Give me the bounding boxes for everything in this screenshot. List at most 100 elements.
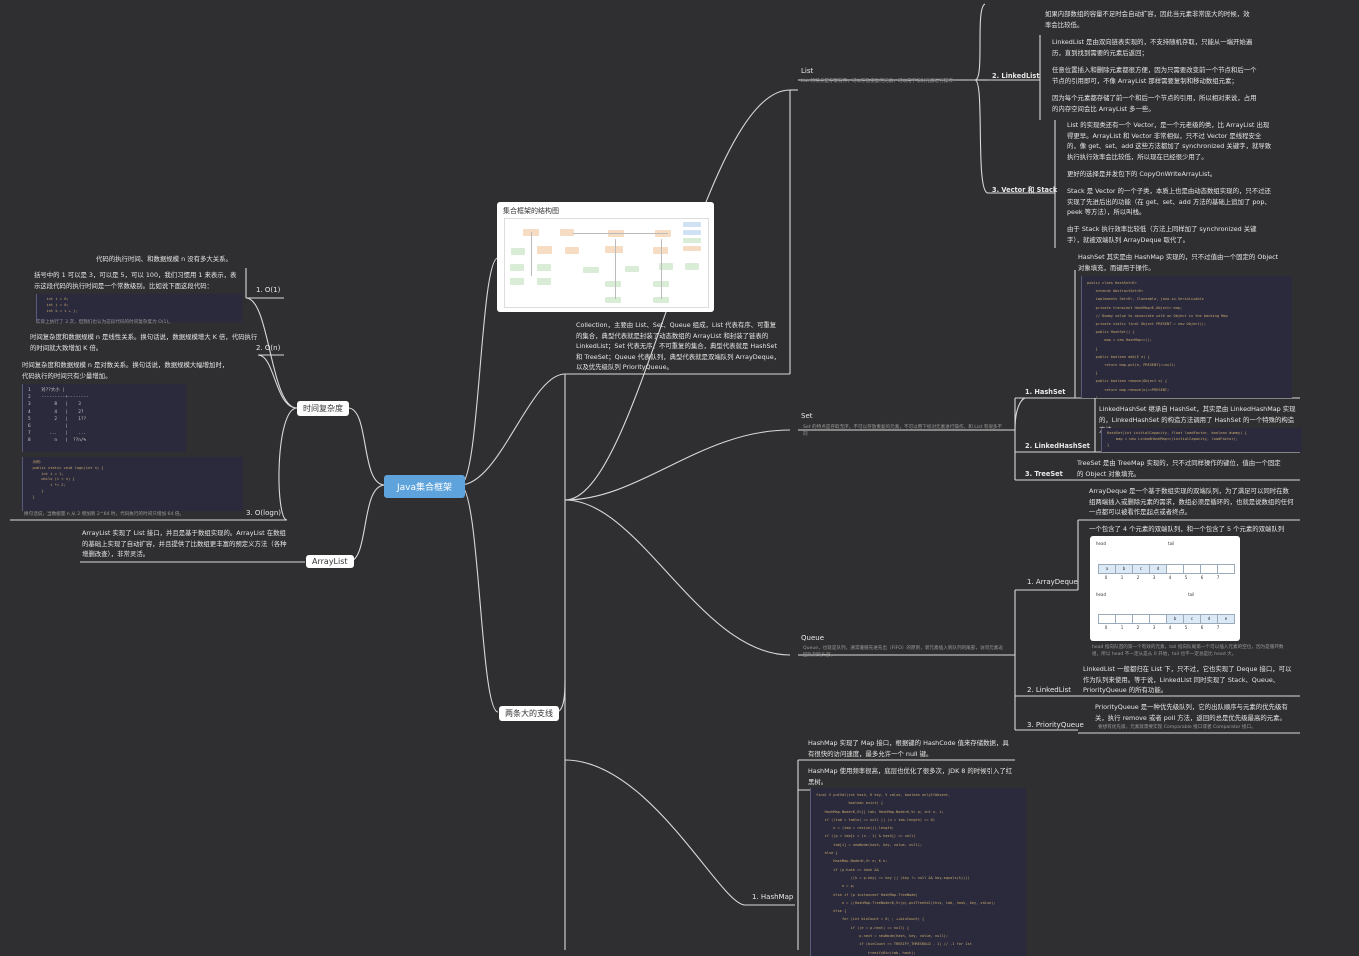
connector-time-o1 [245, 297, 298, 409]
connector-time-ologn [278, 407, 298, 521]
queue-linkedlist-text: LinkedList 一般都归在 List 下，只不过，它也实现了 Deque … [1083, 665, 1292, 694]
list-title: List [801, 67, 814, 75]
arraydeque-note: head 指向队首的第一个有效的元素，tail 指向队尾第一个可以插入元素的空位… [1092, 645, 1284, 657]
priorityqueue-label: 3. PriorityQueue [1027, 721, 1084, 729]
arraydeque-tail-a: tail [1168, 541, 1175, 546]
arraydeque-tail-b: tail [1188, 592, 1195, 597]
arraydeque-label: 1. ArrayDeque [1027, 578, 1078, 586]
deque-index-b-2: 2 [1136, 625, 1140, 630]
list-linkedlist-item-1: LinkedList 是由双向链表实现的，不支持随机存取，只能从一端开始遍历，直… [1052, 38, 1253, 57]
list-linkedlist-item-3: 因为每个元素都存储了前一个和后一个节点的引用，所以相对来说，占用的内存空间会比 … [1052, 94, 1257, 113]
list-linkedlist-item-2: 任意位置插入和删除元素都很方便，因为只需要改变前一个节点和后一个节点的引用即可，… [1052, 66, 1257, 85]
on-label: 2. O(n) [256, 344, 281, 352]
deque-cell-a-4 [1166, 564, 1184, 574]
ologn-label: 3. O(logn) [246, 509, 281, 517]
arraydeque-index-b: 0 1 2 3 4 5 6 7 [1098, 624, 1226, 632]
queue-desc: Queue，也就是队列，通常遵循先进先出（FIFO）的原则，新元素插入到队列的尾… [803, 646, 1003, 658]
deque-index-a-4: 4 [1168, 575, 1172, 580]
arraydeque-caption: 一个包含了 4 个元素的双端队列，和一个包含了 5 个元素的双端队列 [1089, 525, 1285, 533]
arraydeque-head-b: head [1096, 592, 1106, 597]
deque-cell-a-6 [1200, 564, 1218, 574]
deque-cell-b-3 [1149, 614, 1167, 624]
list-top-text: 如果内部数组的容量不足时会自动扩容，因此当元素非常庞大的时候，效率会比较低。 [1045, 10, 1250, 29]
deque-index-a-3: 3 [1152, 575, 1156, 580]
deque-cell-b-0 [1098, 614, 1116, 624]
deque-index-b-4: 4 [1168, 625, 1172, 630]
arraylist-node[interactable]: ArrayList [306, 555, 354, 568]
on-text: 时间复杂度和数据规模 n 是线性关系。换句话说，数据规模增大 K 倍，代码执行的… [30, 333, 258, 352]
linkedhashset-label: 2. LinkedHashSet [1025, 442, 1090, 450]
deque-index-b-3: 3 [1152, 625, 1156, 630]
hashset-text: HashSet 其实是由 HashMap 实现的，只不过值由一个固定的 Obje… [1078, 253, 1279, 272]
list-vector-item-1: List 的实现类还有一个 Vector，是一个元老级的类，比 ArrayLis… [1067, 121, 1272, 161]
deque-index-b-5: 5 [1184, 625, 1188, 630]
ologn-code: 示例： public static void logn(int n) { int… [22, 457, 243, 511]
deque-cell-a-7 [1217, 564, 1235, 574]
connector-root-twolines [459, 484, 499, 713]
ologn-note: 换句话说，当数据量 n 从 2 增加到 2^64 时，代码执行的时间只增加 64… [24, 512, 185, 517]
arraydeque-text: ArrayDeque 是一个基于数组实现的双端队列，为了满足可以同时在数组两端插… [1089, 487, 1294, 516]
deque-cell-a-2: c [1132, 564, 1150, 574]
ologn-table: 1 对??大小 | 2 ---------+-------- 3 8 | 3 4… [22, 384, 186, 452]
arraylist-text: ArrayList 实现了 List 接口，并且是基于数组实现的。ArrayLi… [82, 529, 287, 558]
deque-cell-b-7: e [1217, 614, 1235, 624]
deque-cell-a-3: d [1149, 564, 1167, 574]
structure-diagram-image [504, 218, 709, 308]
queue-title: Queue [801, 634, 824, 642]
two-lines-node[interactable]: 两条大的支线 [499, 706, 559, 721]
time-complexity-node[interactable]: 时间复杂度 [297, 401, 349, 416]
deque-cell-a-0: a [1098, 564, 1116, 574]
deque-cell-b-1 [1115, 614, 1133, 624]
list-vector-stack-label: 3. Vector 和 Stack [992, 186, 1058, 194]
connector-root-time [347, 407, 386, 486]
deque-index-b-1: 1 [1120, 625, 1124, 630]
root-node[interactable]: Java集合框架 [384, 475, 466, 498]
deque-cell-b-5: c [1183, 614, 1201, 624]
list-vector-item-4: 由于 Stack 执行效率比较低（方法上同样加了 synchronized 关键… [1067, 225, 1257, 244]
deque-cell-a-5 [1183, 564, 1201, 574]
deque-cell-a-1: b [1115, 564, 1133, 574]
list-vector-item-3: Stack 是 Vector 的一个子类，本质上也是由动态数组实现的，只不过还实… [1067, 187, 1271, 216]
hashmap-text-1: HashMap 实现了 Map 接口，根据键的 HashCode 值来存储数据，… [808, 739, 1009, 758]
priorityqueue-note: 要想有优先级，元素就需要实现 Comparable 接口或者 Comparato… [1098, 725, 1256, 730]
structure-card[interactable]: 集合框架的结构图 [497, 202, 714, 312]
deque-index-b-7: 7 [1216, 625, 1220, 630]
treeset-text: TreeSet 是由 TreeMap 实现的，只不过同样操作的键位，值由一个固定… [1077, 459, 1281, 478]
o1-text: 括号中的 1 可以是 3，可以是 5，可以 100，我们习惯用 1 来表示，表示… [34, 271, 237, 290]
time-complexity-intro: 代码的执行时间、和数据规模 n 没有多大关系。 [96, 255, 232, 263]
connector-time-on [257, 354, 298, 409]
queue-linkedlist-label: 2. LinkedList [1027, 686, 1071, 694]
deque-index-b-6: 6 [1200, 625, 1204, 630]
collection-description: Collection，主要由 List、Set、Queue 组成，List 代表… [576, 321, 781, 371]
list-desc: List 的特点是存取有序，可以存放重复的元素，可以用下标对元素进行操作 [801, 79, 953, 84]
set-title: Set [801, 412, 813, 420]
hashmap-text-2: HashMap 使用频率很高，底层也优化了很多次，JDK 8 的时候引入了红黑树… [808, 767, 1013, 786]
deque-cell-b-2 [1132, 614, 1150, 624]
structure-title: 集合框架的结构图 [503, 207, 559, 215]
linkedhashset-code: HashSet(int initialCapacity, float loadF… [1101, 428, 1302, 452]
set-desc: Set 的特点是存取无序，不可以存放重复的元素，不可以用下标对元素进行操作，和 … [803, 425, 1003, 437]
hashset-code: public class HashSet<E> extends Abstract… [1081, 276, 1292, 398]
deque-index-b-0: 0 [1104, 625, 1108, 630]
list-linkedlist-label: 2. LinkedList [992, 72, 1040, 80]
deque-cell-b-4: b [1166, 614, 1184, 624]
o1-note: 实际上执行了 3 次，但我们也认为这段代码的时间复杂度为 O(1)。 [36, 320, 173, 325]
priorityqueue-text: PriorityQueue 是一种优先级队列，它的出队顺序与元素的优先级有关，执… [1095, 703, 1288, 722]
o1-label: 1. O(1) [256, 286, 281, 294]
deque-index-a-7: 7 [1216, 575, 1220, 580]
connector-root-arraylist [347, 484, 386, 563]
hashset-label: 1. HashSet [1025, 388, 1066, 396]
deque-index-a-0: 0 [1104, 575, 1108, 580]
hashmap-code: final V putVal(int hash, K key, V value,… [810, 788, 1026, 956]
arraydeque-head-a: head [1096, 541, 1106, 546]
hashmap-label: 1. HashMap [752, 893, 794, 901]
deque-index-a-1: 1 [1120, 575, 1124, 580]
o1-code: int i = 0; int j = 0; int k = i + j; [36, 294, 242, 322]
connector-root-structure [459, 257, 499, 486]
treeset-label: 3. TreeSet [1025, 470, 1063, 478]
list-vector-item-2: 更好的选择是并发包下的 CopyOnWriteArrayList。 [1067, 170, 1217, 178]
